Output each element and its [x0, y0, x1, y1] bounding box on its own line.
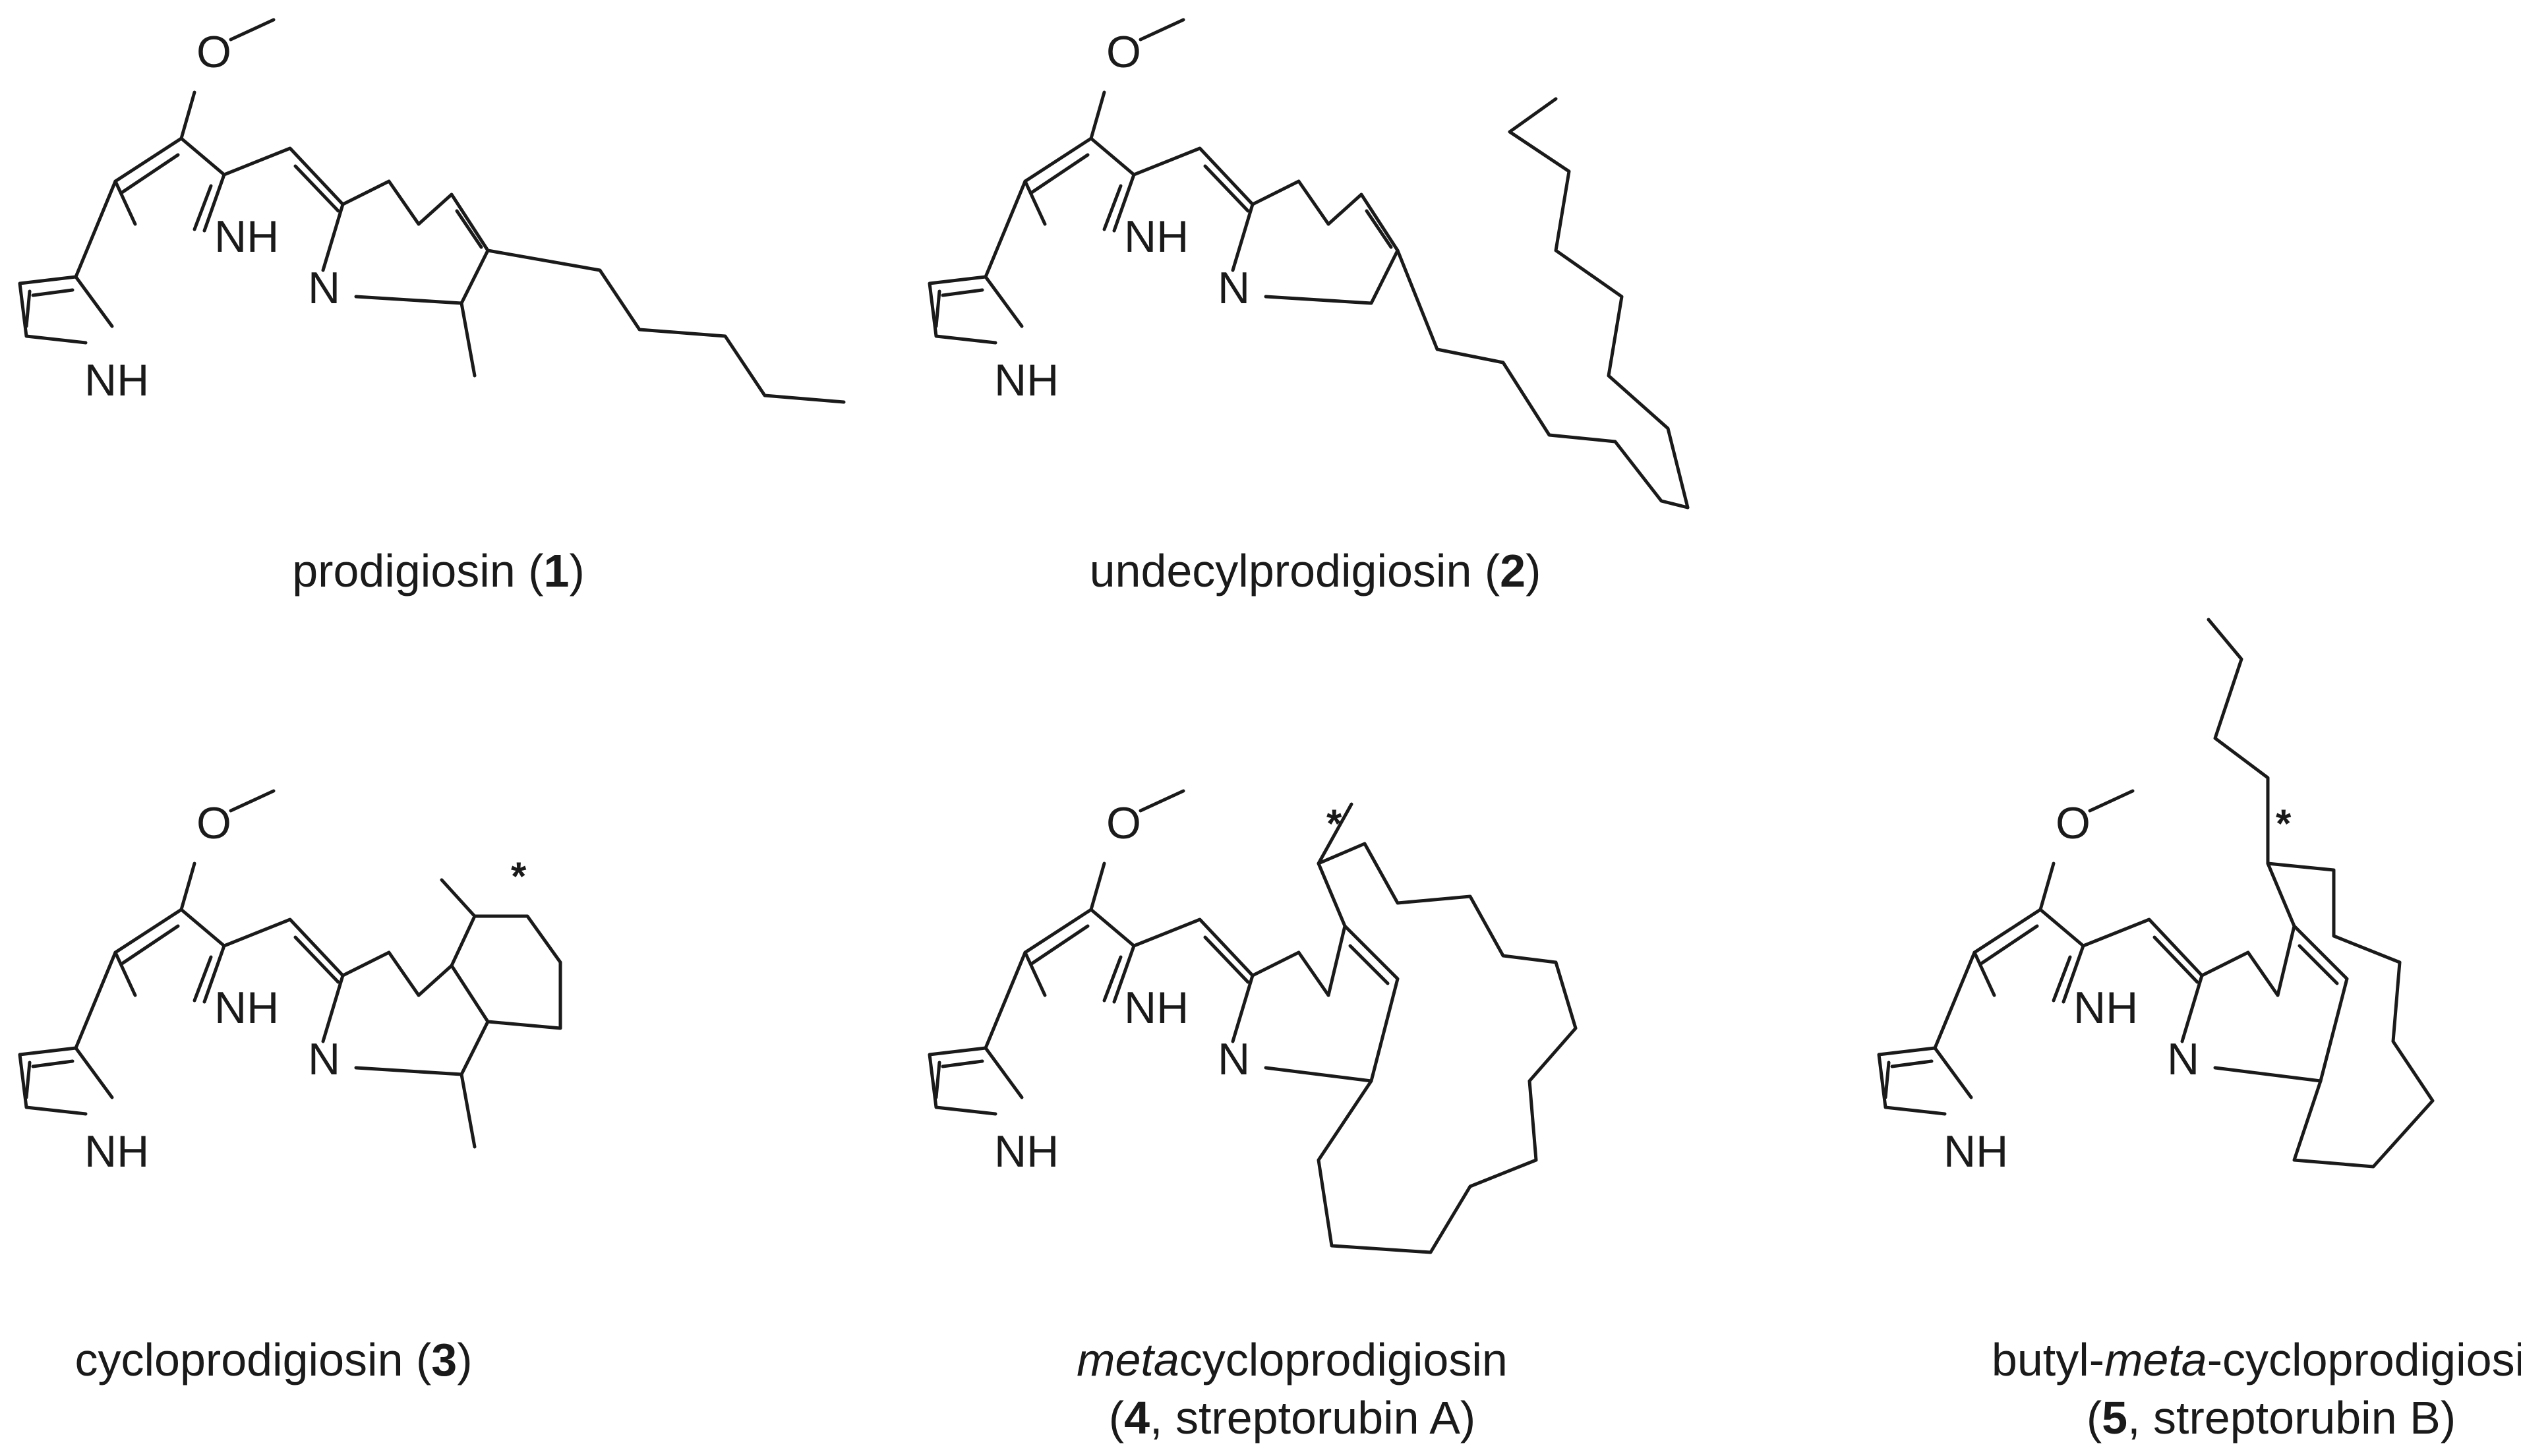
atom-nh-a: NH: [994, 1126, 1059, 1177]
atom-o: O: [196, 27, 231, 77]
caption-cycloprodigiosin: cycloprodigiosin (3): [74, 1334, 472, 1385]
atom-n-c: N: [308, 1034, 340, 1084]
stereocenter-marker: *: [511, 854, 527, 898]
atom-o: O: [1106, 27, 1141, 77]
stereocenter-marker: *: [1326, 801, 1342, 846]
atom-n-c: N: [1218, 263, 1250, 313]
atom-n-c: N: [2167, 1034, 2199, 1084]
atom-nh-a: NH: [84, 1126, 149, 1177]
structure-butyl-meta-cycloprodigiosin: O NH NH N *: [1879, 618, 2435, 1177]
caption-undecylprodigiosin: undecylprodigiosin (2): [1090, 545, 1541, 597]
caption-butyl-meta-cycloprodigiosin-alias: (5, streptorubin B): [2087, 1392, 2456, 1443]
atom-n-c: N: [308, 263, 340, 313]
atom-o: O: [2056, 798, 2091, 848]
atom-nh-b: NH: [1124, 983, 1189, 1033]
atom-nh-b: NH: [2073, 983, 2138, 1033]
structure-metacycloprodigiosin: O NH NH N *: [930, 791, 1578, 1254]
structure-cycloprodigiosin: O NH NH N *: [20, 791, 562, 1177]
caption-prodigiosin: prodigiosin (1): [292, 545, 585, 597]
atom-o: O: [1106, 798, 1141, 848]
structure-prodigiosin: O NH NH N: [20, 20, 846, 405]
atom-nh-a: NH: [994, 355, 1059, 405]
atom-nh-a: NH: [84, 355, 149, 405]
atom-nh-b: NH: [214, 212, 279, 262]
stereocenter-marker: *: [2276, 801, 2292, 846]
atom-nh-a: NH: [1943, 1126, 2008, 1177]
caption-butyl-meta-cycloprodigiosin: butyl-meta-cycloprodigiosin: [1992, 1334, 2521, 1385]
caption-metacycloprodigiosin-alias: (4, streptorubin A): [1109, 1392, 1475, 1443]
atom-n-c: N: [1218, 1034, 1250, 1084]
structure-undecylprodigiosin: O NH NH N: [930, 20, 1690, 510]
caption-metacycloprodigiosin: metacycloprodigiosin: [1077, 1334, 1508, 1385]
atom-nh-b: NH: [214, 983, 279, 1033]
atom-o: O: [196, 798, 231, 848]
atom-nh-b: NH: [1124, 212, 1189, 262]
